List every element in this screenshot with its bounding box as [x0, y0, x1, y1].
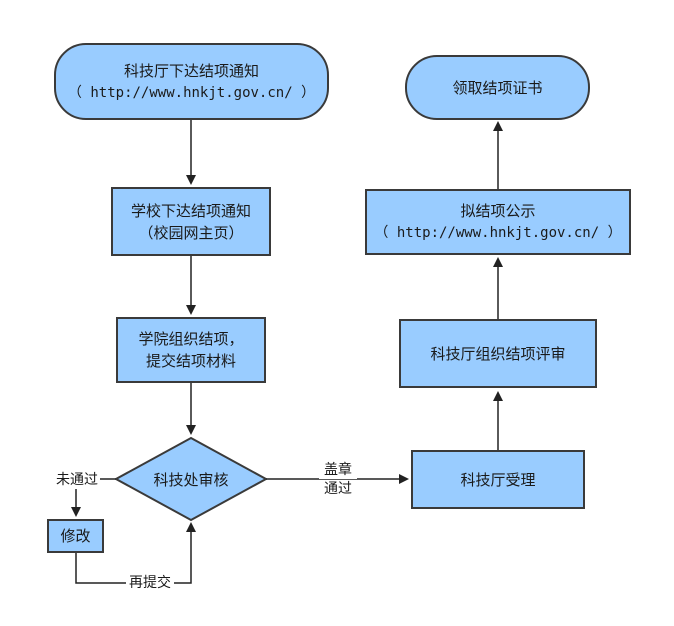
revise-node: 修改: [47, 519, 104, 553]
review-label: 科技处审核: [153, 471, 229, 489]
school-notice-node: 学校下达结项通知 （校园网主页）: [111, 187, 271, 256]
stamp-label: 盖章: [319, 461, 357, 479]
accept-node: 科技厅受理: [411, 450, 585, 509]
pass-label: 通过: [319, 480, 357, 498]
not-pass-label: 未通过: [54, 471, 100, 489]
certificate-label: 领取结项证书: [452, 78, 543, 97]
publicity-title: 拟结项公示: [460, 202, 536, 220]
evaluation-node: 科技厅组织结项评审: [399, 319, 597, 388]
start-node-title: 科技厅下达结项通知: [123, 61, 259, 80]
start-node-url: （ http://www.hnkjt.gov.cn/ ）: [67, 84, 316, 101]
start-node: 科技厅下达结项通知 （ http://www.hnkjt.gov.cn/ ）: [54, 43, 329, 120]
school-notice-subtitle: （校园网主页）: [138, 223, 244, 242]
publicity-node: 拟结项公示 （ http://www.hnkjt.gov.cn/ ）: [365, 189, 631, 255]
college-organize-line2: 提交结项材料: [145, 352, 236, 370]
resubmit-label: 再提交: [126, 574, 174, 592]
review-diamond: [113, 436, 269, 522]
college-organize-node: 学院组织结项， 提交结项材料: [116, 317, 266, 383]
revise-label: 修改: [60, 527, 91, 545]
school-notice-title: 学校下达结项通知: [130, 201, 251, 220]
accept-label: 科技厅受理: [460, 470, 536, 489]
college-organize-line1: 学院组织结项，: [138, 330, 244, 348]
publicity-url: （ http://www.hnkjt.gov.cn/ ）: [374, 225, 622, 241]
certificate-node: 领取结项证书: [405, 55, 590, 120]
evaluation-label: 科技厅组织结项评审: [430, 344, 566, 363]
